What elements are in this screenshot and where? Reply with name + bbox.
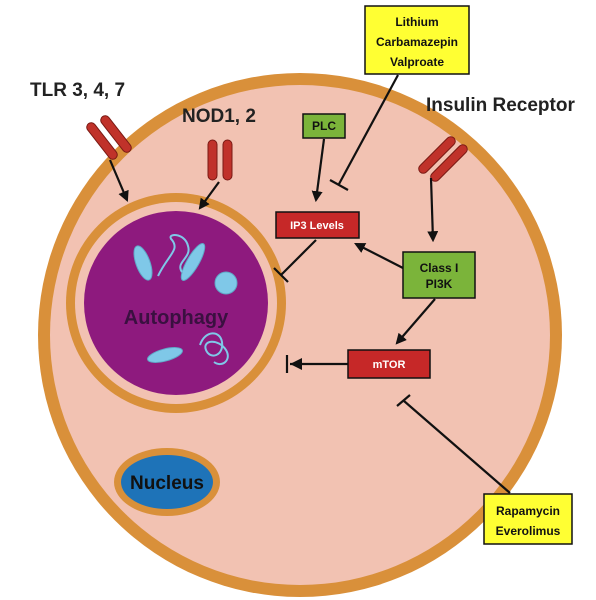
drug-lithium: Lithium (395, 15, 438, 29)
inhibit-lithium-to-ip3 (338, 74, 399, 185)
plc-label: PLC (312, 119, 336, 133)
nod-label: NOD1, 2 (182, 106, 256, 127)
organelle-oval (180, 243, 206, 281)
drug-everolimus: Everolimus (496, 524, 561, 538)
insulin-receptor-label: Insulin Receptor (426, 95, 575, 116)
dna-strand (157, 234, 190, 277)
inhibit-bar-ip3 (273, 267, 289, 283)
arrowhead-mtor-block (290, 358, 302, 370)
tlr-label: TLR 3, 4, 7 (30, 80, 125, 101)
mtor-label: mTOR (373, 359, 406, 371)
plc-box (302, 113, 346, 139)
nucleus-label: Nucleus (130, 473, 204, 494)
tlr-receptor (86, 115, 132, 160)
pi3k-label-line1: Class I (420, 261, 459, 275)
autophagy-cargo (133, 234, 238, 366)
arrow-insulin-to-pi3k (427, 177, 439, 243)
inhibit-bar-lithium (329, 179, 349, 191)
arrow-nod-to-autophagy (198, 181, 220, 210)
pi3k-label-line2: PI3K (426, 277, 453, 291)
autophagosome-lumen (84, 211, 268, 395)
organelle-oval (133, 245, 153, 281)
drugs-top-box (364, 5, 470, 75)
drug-carbamazepin: Carbamazepin (376, 35, 458, 49)
organelle-oval (147, 347, 183, 363)
nucleus-body (121, 455, 213, 509)
inhibit-bar-rapamycin (396, 394, 411, 407)
dna-strand (199, 332, 229, 366)
arrow-pi3k-to-mtor (395, 298, 436, 345)
arrow-plc-to-ip3 (311, 138, 326, 203)
drug-valproate: Valproate (390, 55, 444, 69)
drugs-bottom-box (483, 493, 573, 545)
arrow-pi3k-to-ip3 (354, 242, 404, 269)
ip3-label: IP3 Levels (290, 220, 344, 232)
inhibit-ip3-to-autophagy (280, 239, 317, 276)
pi3k-box (402, 251, 476, 299)
arrow-tlr-to-autophagy (108, 159, 129, 203)
mtor-box (347, 349, 431, 379)
nod-receptor (207, 139, 233, 181)
drug-rapamycin: Rapamycin (496, 504, 560, 518)
arrow-rapamycin-to-mtor (403, 400, 511, 494)
ip3-box (275, 211, 360, 239)
autophagy-label: Autophagy (124, 307, 229, 329)
organelle-round (214, 271, 238, 295)
